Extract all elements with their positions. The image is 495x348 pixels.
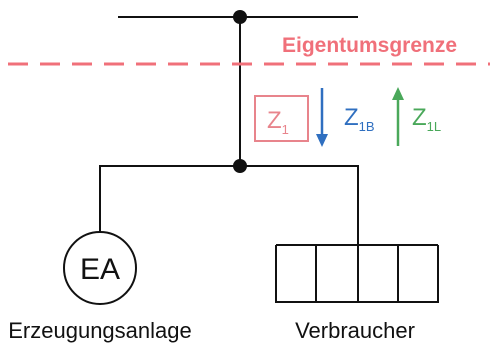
impedance-box [254,95,309,142]
impedance-box-label: Z1 [267,107,289,137]
generator-symbol-label: EA [80,253,120,286]
consumer-branch-line [240,165,359,245]
ownership-boundary-label: Eigentumsgrenze [282,34,457,57]
consumer-caption: Verbraucher [295,318,415,343]
z1l-arrow-head [392,87,404,100]
generator-symbol [63,231,137,305]
generator-branch-line [99,165,240,232]
z1b-arrow-head [316,134,328,147]
generator-caption: Erzeugungsanlage [8,318,191,343]
z1l-label: Z1L [412,104,441,134]
z1b-label: Z1B [344,104,375,134]
